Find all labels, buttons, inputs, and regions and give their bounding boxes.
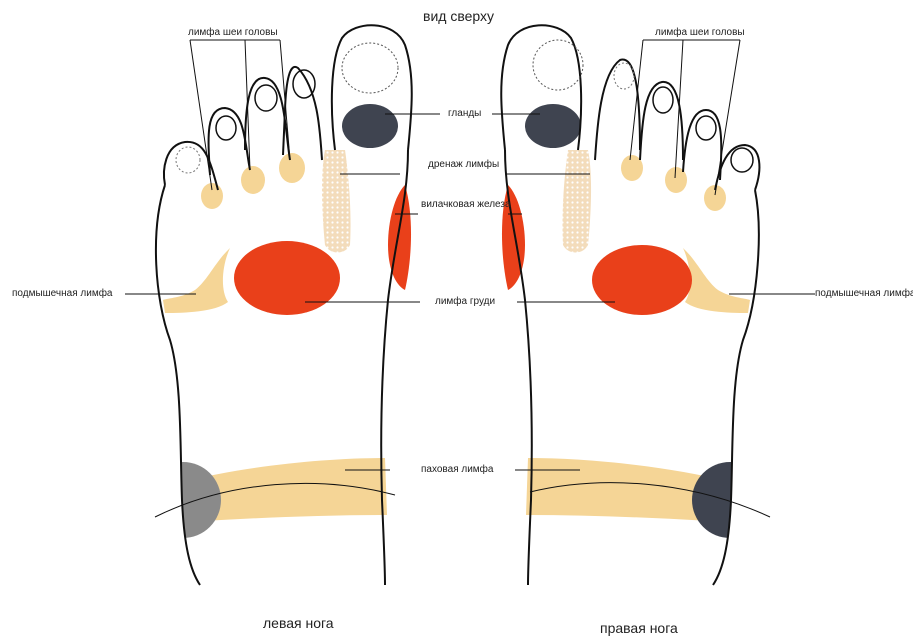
- left-toenail-3: [255, 85, 277, 111]
- label-groin: паховая лимфа: [421, 464, 493, 476]
- right-toe-2: [595, 60, 640, 160]
- right-drainage-zone: [562, 150, 591, 253]
- left-axillary-zone: [163, 248, 230, 313]
- left-toe-5: [164, 142, 218, 190]
- left-toe-base: [241, 166, 265, 194]
- left-toe-base: [279, 153, 305, 183]
- label-breast: лимфа груди: [435, 296, 495, 308]
- right-toenail-5: [731, 148, 753, 172]
- left-foot-caption: левая нога: [263, 615, 334, 631]
- right-toe-4: [683, 110, 721, 180]
- label-drainage: дренаж лимфы: [428, 159, 499, 171]
- left-big-toenail: [342, 43, 398, 93]
- label-axillary-right: подмышечная лимфа: [815, 288, 913, 300]
- label-neck-head-right: лимфа шеи головы: [655, 27, 745, 39]
- right-glands-zone: [525, 104, 581, 148]
- right-breast-zone: [592, 245, 692, 315]
- label-glands: гланды: [448, 108, 481, 120]
- left-foot: [145, 25, 412, 585]
- label-thymus: вилачковая железа: [421, 199, 511, 211]
- diagram-title: вид сверху: [423, 8, 494, 24]
- left-toenail-5: [176, 147, 200, 173]
- left-toenail-4: [216, 116, 236, 140]
- left-drainage-zone: [322, 150, 351, 253]
- right-big-toenail: [533, 40, 583, 90]
- right-axillary-zone: [683, 248, 750, 313]
- left-glands-zone: [342, 104, 398, 148]
- right-toenail-4: [696, 116, 716, 140]
- label-axillary-left: подмышечная лимфа: [12, 288, 112, 300]
- label-neck-head-left: лимфа шеи головы: [188, 27, 278, 39]
- left-breast-zone: [234, 241, 340, 315]
- left-toe-4: [209, 108, 250, 175]
- leader-lines: [125, 40, 815, 470]
- right-toenail-3: [653, 87, 673, 113]
- right-foot-caption: правая нога: [600, 620, 678, 636]
